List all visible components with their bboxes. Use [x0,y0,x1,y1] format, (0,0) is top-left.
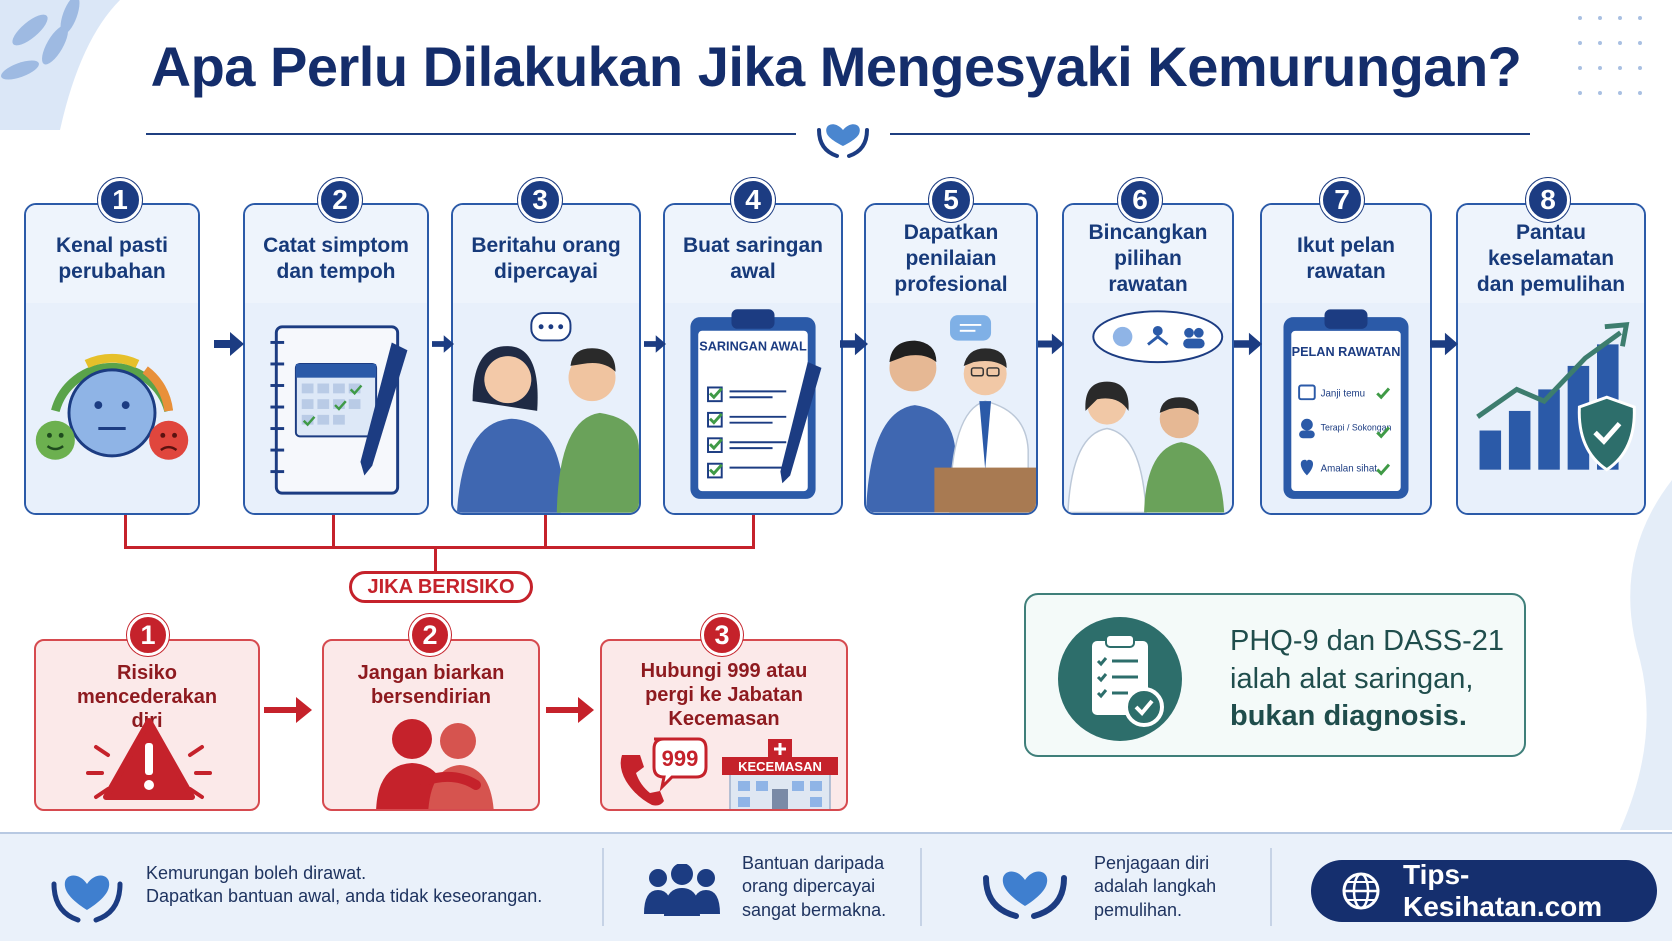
footer-text-2a: Bantuan daripada [742,853,885,873]
screening-note: PHQ-9 dan DASS-21 ialah alat saringan, b… [1024,593,1526,757]
step-number-1: 1 [98,178,142,222]
risk-number-3: 3 [701,614,743,656]
risk-label: Jangan biarkan bersendirian [357,662,505,708]
risk-connector [544,515,547,547]
clipboard-item-3: Amalan sihat [1321,463,1378,474]
risk-connector [434,546,437,572]
warning-icon [86,718,212,800]
wave-decoration [1620,480,1672,830]
arrow-right-icon [840,332,868,356]
step-number-5: 5 [929,178,973,222]
arrow-right-icon [644,335,666,353]
mood-gauge-illustration [26,303,198,513]
risk-connector [332,515,335,547]
footer-text-3c: pemulihan. [1094,899,1183,920]
title-rule-right [890,133,1530,135]
step-label: Kenal pasti perubahan [26,205,198,303]
step-number-2: 2 [318,178,362,222]
step-label: Beritahu orang dipercayai [453,205,639,303]
clipboard-title: SARINGAN AWAL [699,338,807,353]
step-card-4: Buat saringan awal SARINGAN AWAL [663,203,843,515]
heart-hands-icon [51,875,123,923]
doctor-consultation-illustration [866,303,1036,513]
footer-divider [1270,848,1272,926]
arrow-right-icon [1038,333,1064,355]
clipboard-item-1: Janji temu [1321,388,1365,399]
hospital-sign: KECEMASAN [738,759,822,774]
footer-text-1b: Dapatkan bantuan awal, anda tidak keseor… [146,886,543,907]
risk-number-2: 2 [409,614,451,656]
arrow-right-icon [1234,332,1262,356]
heart-hands-icon [817,124,869,158]
step-number-7: 7 [1320,178,1364,222]
arrow-right-icon [1430,332,1458,356]
arrow-right-icon [264,697,312,723]
footer-text-2c: sangat bermakna. [742,899,887,920]
page-title: Apa Perlu Dilakukan Jika Mengesyaki Kemu… [150,35,1522,98]
step-label: Bincangkan pilihan rawatan [1064,205,1232,303]
footer-text-3b: adalah langkah [1094,876,1217,897]
risk-connector [124,515,127,547]
note-line-2: ialah alat saringan, [1230,662,1474,695]
arrow-right-icon [214,332,244,356]
step-card-3: Beritahu orang dipercayai [451,203,641,515]
step-number-6: 6 [1118,178,1162,222]
arrow-right-icon [432,335,454,353]
talking-people-illustration [453,303,639,513]
risk-connector [752,515,755,547]
clipboard-item-2: Terapi / Sokongan [1321,422,1392,432]
emergency-call-icon: 999 KECEMASAN [620,737,838,809]
risk-connector [124,546,755,549]
step-number-8: 8 [1526,178,1570,222]
note-line-3: bukan diagnosis. [1230,700,1467,733]
footer-text-1a: Kemurungan boleh dirawat. [146,863,367,883]
step-number-4: 4 [731,178,775,222]
risk-label: Hubungi 999 atau pergi ke Jabatan Kecema… [640,660,808,730]
title-rule-left [146,133,796,135]
step-card-6: Bincangkan pilihan rawatan [1062,203,1234,515]
footer-divider [602,848,604,926]
risk-box-2: Jangan biarkan bersendirian [322,639,540,811]
treatment-plan-clipboard-illustration: PELAN RAWATAN Janji temu Terapi / Sokong… [1262,303,1430,513]
footer: Kemurungan boleh dirawat. Dapatkan bantu… [0,832,1672,941]
website-link[interactable]: Tips-Kesihatan.com [1311,859,1657,922]
risk-box-3: Hubungi 999 atau pergi ke Jabatan Kecema… [600,639,848,811]
step-card-8: Pantau keselamatan dan pemulihan [1456,203,1646,515]
screening-clipboard-illustration: SARINGAN AWAL [665,303,841,513]
globe-icon [1342,872,1380,910]
recovery-chart-illustration [1458,303,1644,513]
risk-number-1: 1 [127,614,169,656]
heart-hands-icon [983,871,1067,919]
phone-number: 999 [662,746,699,771]
step-card-7: Ikut pelan rawatan PELAN RAWATAN Janji t… [1260,203,1432,515]
step-number-3: 3 [518,178,562,222]
footer-text-2b: orang dipercayai [742,876,876,897]
step-label: Catat simptom dan tempoh [245,205,427,303]
step-card-5: Dapatkan penilaian profesional [864,203,1038,515]
notebook-illustration [245,303,427,513]
arrow-right-icon [546,697,594,723]
risk-box-1: Risiko mencederakan diri [34,639,260,811]
step-card-2: Catat simptom dan tempoh [243,203,429,515]
clipboard-title: PELAN RAWATAN [1292,345,1401,359]
clipboard-check-icon [1058,617,1182,741]
footer-text-3a: Penjagaan diri [1094,853,1210,873]
treatment-discussion-illustration [1064,303,1232,513]
note-line-1: PHQ-9 dan DASS-21 [1230,625,1505,657]
risk-tag: JIKA BERISIKO [349,571,533,603]
footer-divider [920,848,922,926]
step-card-1: Kenal pasti perubahan [24,203,200,515]
support-people-icon [376,719,494,809]
people-group-icon [644,864,720,916]
website-label: Tips-Kesihatan.com [1403,859,1603,922]
